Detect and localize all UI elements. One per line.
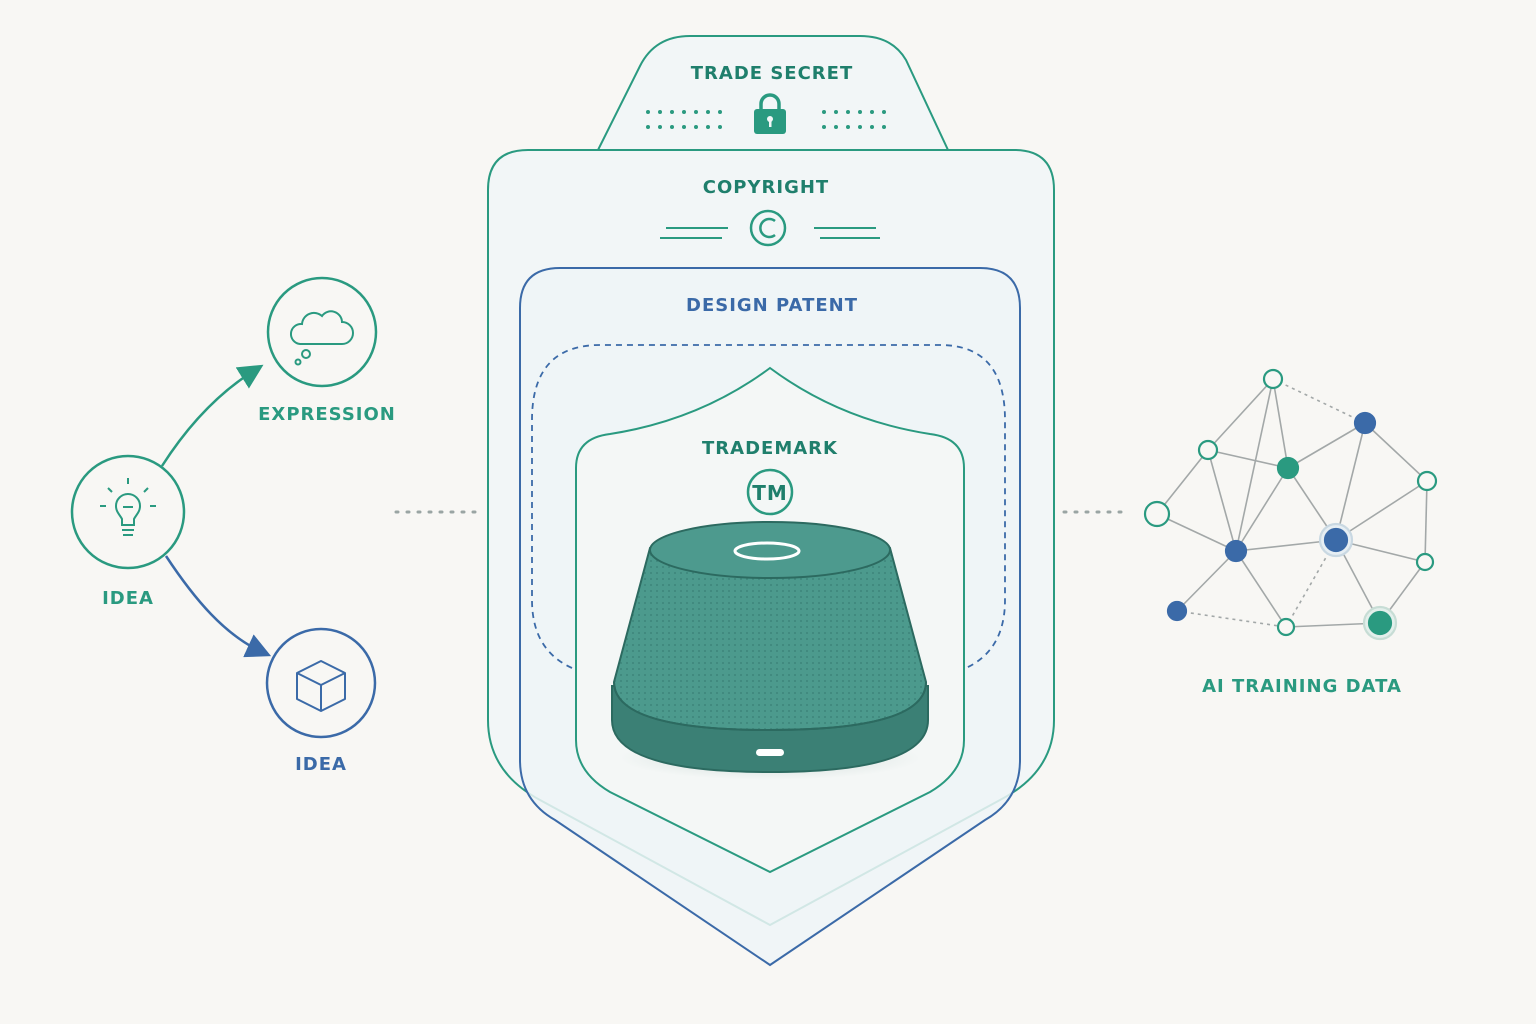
copyright-icon xyxy=(749,209,787,247)
trademark-badge-text: TM xyxy=(752,481,788,505)
smart-speaker-illustration xyxy=(611,521,929,780)
ai-training-data-label: AI TRAINING DATA xyxy=(1202,676,1402,697)
idea-source-label: IDEA xyxy=(102,588,154,609)
speaker-indicator xyxy=(756,749,784,756)
idea-source-node: IDEA xyxy=(70,454,186,609)
padlock-icon xyxy=(754,93,786,134)
speaker-light-ring xyxy=(733,541,801,561)
copyright-rules xyxy=(660,227,880,239)
idea-flow: IDEA EXPRESSION IDEA xyxy=(70,276,396,775)
arrow-to-idea-bottom xyxy=(164,555,272,658)
trade-secret-layer: TRADE SECRET xyxy=(596,35,950,151)
trademark-label: TRADEMARK xyxy=(702,438,838,459)
protection-layers: TRADE SECRET COPYRIGHT xyxy=(487,35,1055,967)
trademark-badge: TM xyxy=(746,468,794,516)
idea-bottom-node: IDEA xyxy=(265,627,377,775)
lightbulb-icon xyxy=(100,478,156,536)
design-patent-label: DESIGN PATENT xyxy=(686,295,858,316)
idea-bottom-label: IDEA xyxy=(295,754,347,775)
arrow-to-expression xyxy=(160,364,264,467)
trade-secret-label: TRADE SECRET xyxy=(691,63,853,84)
expression-label: EXPRESSION xyxy=(258,404,396,425)
thought-cloud-icon xyxy=(290,310,354,366)
neural-network-icon xyxy=(1143,368,1438,641)
copyright-label: COPYRIGHT xyxy=(703,177,829,198)
design-patent-dashed-outline xyxy=(531,344,1006,669)
expression-node: EXPRESSION xyxy=(258,276,396,425)
cube-icon xyxy=(296,660,346,712)
speaker-top xyxy=(649,521,891,579)
right-dot-grid xyxy=(822,110,886,129)
left-dot-grid xyxy=(646,110,722,129)
